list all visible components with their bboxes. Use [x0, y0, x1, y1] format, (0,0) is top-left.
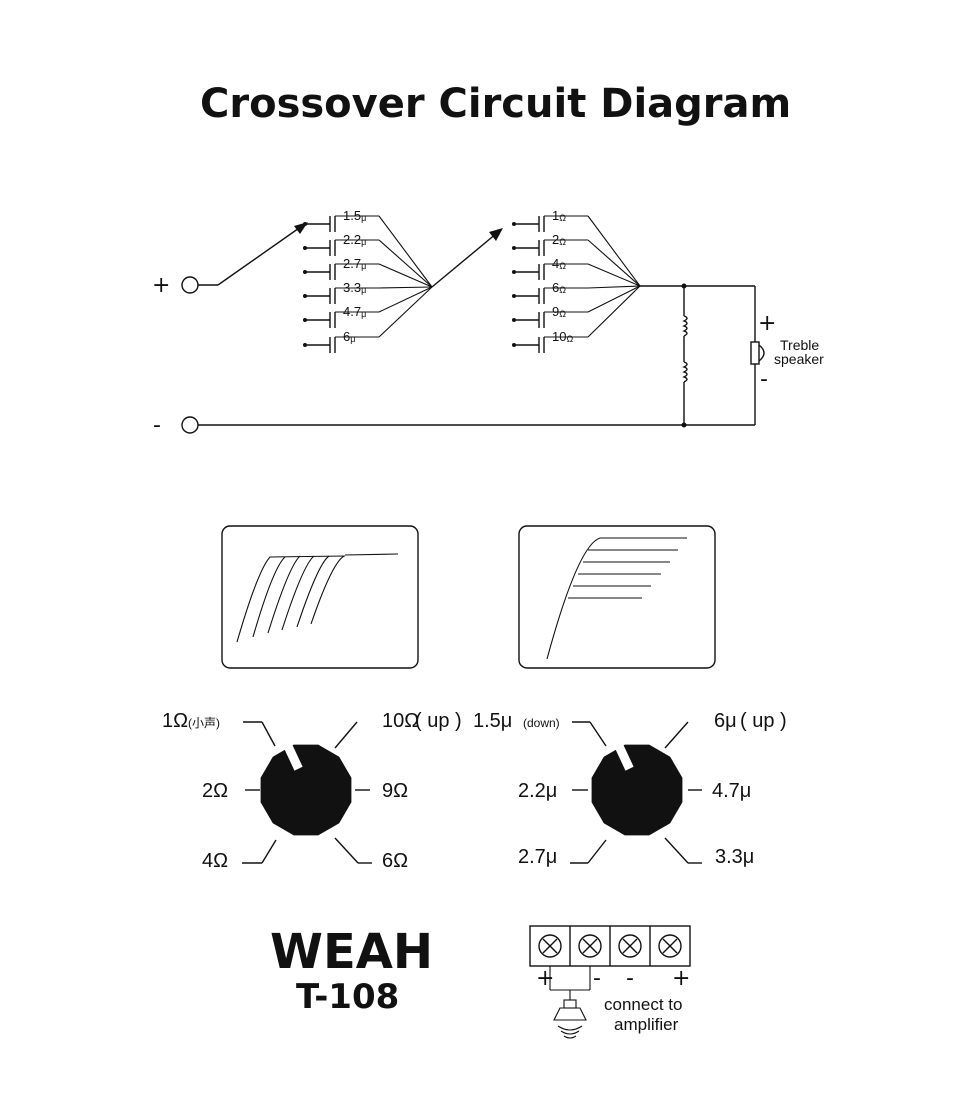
resistor-3: 6Ω — [512, 280, 641, 304]
model-number: T-108 — [296, 977, 399, 1017]
speaker-plus-sign: + — [758, 311, 776, 336]
capacitor-1: 2.2μ — [303, 232, 433, 288]
knob-pointer — [615, 745, 634, 771]
inductor-lower — [682, 361, 688, 383]
capacitor-2: 2.7μ — [303, 256, 433, 288]
knob-left-top-left-note: (小声) — [188, 716, 220, 730]
capacitor-4: 4.7μ — [303, 286, 433, 328]
screw-terminal-icon — [658, 934, 682, 958]
connect-label-line1: connect to — [604, 995, 682, 1014]
knob-left-mid-right-label: 9Ω — [382, 780, 408, 802]
resistor-knob-body[interactable] — [260, 744, 352, 836]
speaker-minus-sign: - — [760, 367, 768, 392]
arrow-icon — [489, 228, 503, 241]
knob-left-top-left-label: 1Ω — [162, 710, 188, 732]
terminal-block: + - - + connect to amplifier — [529, 925, 691, 1039]
brand-name: WEAH — [270, 924, 433, 980]
screw-terminal-icon — [578, 934, 602, 958]
terminal-sign-2: - — [593, 966, 601, 991]
terminal-sign-1: + — [536, 966, 554, 991]
capacitor-knob[interactable] — [591, 744, 683, 836]
connect-label-line2: amplifier — [614, 1015, 679, 1034]
cap-selector-arm — [217, 225, 303, 286]
knob-section: 1Ω (小声) 10Ω ( up ) 2Ω 9Ω 4Ω 6Ω 1.5μ (dow… — [162, 710, 787, 872]
speaker-label-line2: speaker — [774, 351, 824, 367]
minus-terminal — [181, 416, 199, 434]
minus-terminal-sign: - — [153, 413, 161, 438]
resistor-selector-arm — [431, 232, 498, 288]
knob-left-mid-left-label: 2Ω — [202, 780, 228, 802]
capacitor-0: 1.5μ — [303, 208, 433, 288]
knob-right-top-left-label: 1.5μ — [473, 710, 512, 732]
knob-right-top-left-note: (down) — [523, 716, 560, 730]
terminal-sign-3: - — [626, 966, 634, 991]
plus-terminal — [181, 276, 199, 294]
screw-terminal-icon — [538, 934, 562, 958]
knob-right-mid-left-label: 2.2μ — [518, 780, 557, 802]
knob-right-bot-left-label: 2.7μ — [518, 846, 557, 868]
knob-right-top-right-note: ( up ) — [740, 710, 787, 732]
screw-terminal-icon — [618, 934, 642, 958]
plus-terminal-sign: + — [152, 273, 170, 298]
capacitor-knob-body[interactable] — [591, 744, 683, 836]
speaker-icon — [553, 999, 587, 1039]
page-title: Crossover Circuit Diagram — [200, 81, 791, 127]
knob-right-bot-right-label: 3.3μ — [715, 846, 754, 868]
resistor-4: 9Ω — [512, 285, 641, 328]
knob-left-bot-left-label: 4Ω — [202, 850, 228, 872]
resistor-0: 1Ω — [512, 208, 641, 287]
resistor-knob[interactable] — [260, 744, 352, 836]
knob-left-top-right-label: 10Ω — [382, 710, 419, 732]
knob-pointer — [284, 745, 303, 771]
response-graph-resistor — [221, 525, 419, 669]
knob-left-top-right-note: ( up ) — [415, 710, 462, 732]
capacitor-3: 3.3μ — [303, 280, 433, 304]
inductor-upper — [682, 315, 688, 337]
knob-right-mid-right-label: 4.7μ — [712, 780, 751, 802]
response-graph-capacitor — [518, 525, 716, 669]
speaker-label-line1: Treble — [780, 337, 819, 353]
terminal-sign-4: + — [672, 966, 690, 991]
tweeter-symbol — [750, 341, 760, 365]
capacitor-5: 6μ — [303, 286, 433, 353]
knob-left-bot-right-label: 6Ω — [382, 850, 408, 872]
knob-right-top-right-label: 6μ — [714, 710, 737, 732]
